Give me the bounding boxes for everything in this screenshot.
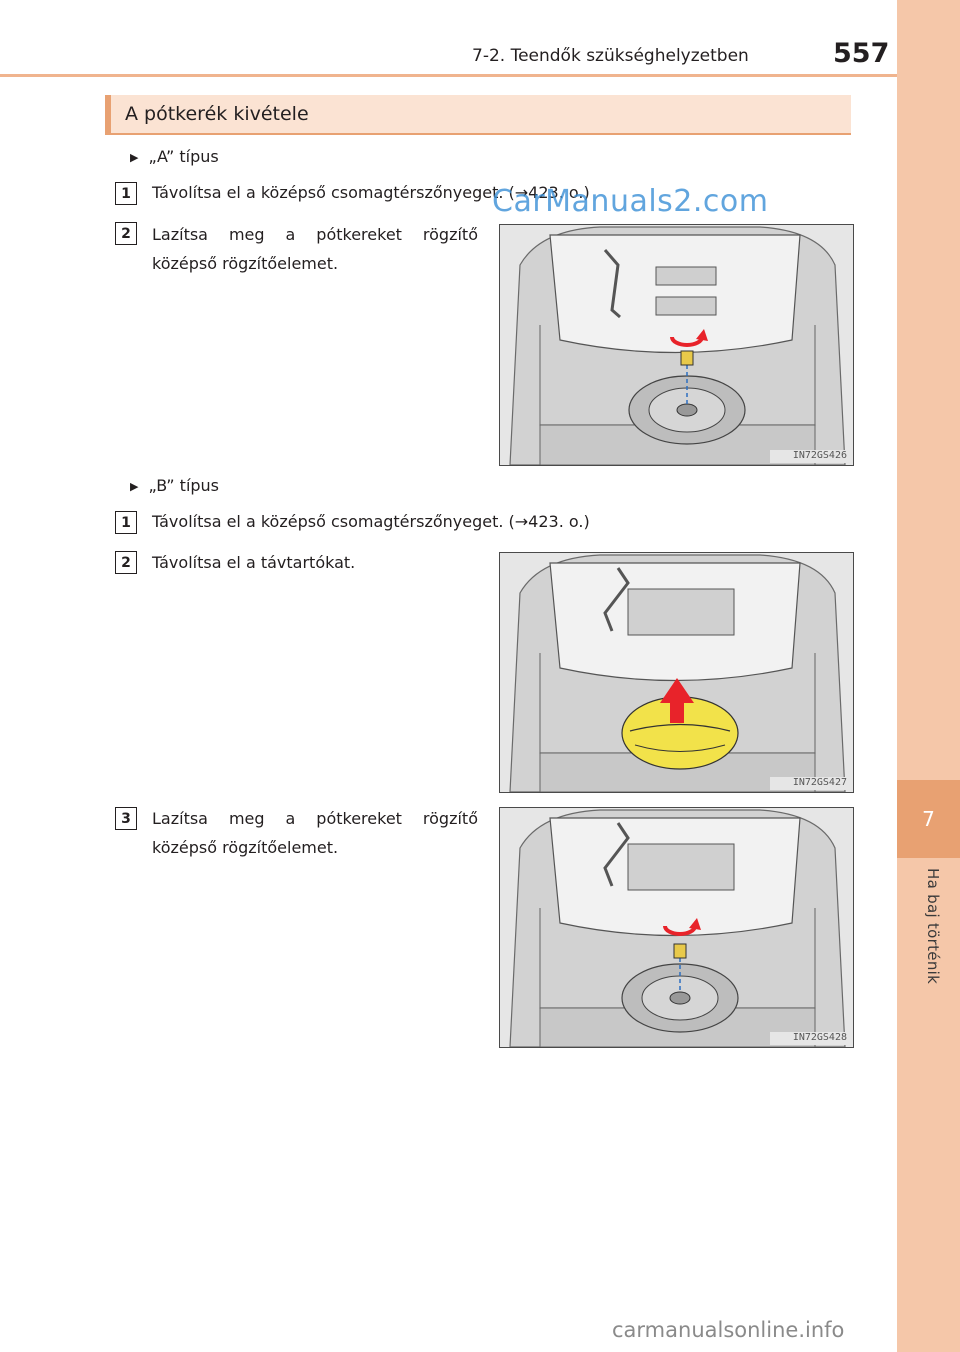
figure-id: IN72GS428 (792, 1032, 847, 1043)
page-number: 557 (833, 38, 890, 69)
step-text: Lazítsa meg a pótkereket rögzítő középső… (152, 809, 478, 857)
step-text: Távolítsa el a középső csomagtérszőnyege… (152, 183, 590, 202)
type-b-heading: ▶ „B” típus (130, 476, 219, 495)
section-accent-bar (105, 95, 111, 135)
section-title: A pótkerék kivétele (125, 103, 309, 125)
step-badge: 2 (115, 222, 137, 245)
trunk-illustration: IN72GS426 (499, 224, 854, 466)
running-header: 7-2. Teendők szükséghelyzetben (472, 46, 749, 66)
watermark-logo: CarManuals2.com (492, 184, 769, 219)
type-b-label: „B” típus (148, 476, 220, 495)
trunk-drawing-b1 (500, 553, 853, 792)
triangle-bullet-icon: ▶ (130, 480, 139, 493)
chapter-number-box: 7 (897, 780, 960, 858)
step-badge: 2 (115, 551, 137, 574)
step-text: Távolítsa el a középső csomagtérszőnyege… (152, 512, 590, 531)
figure-id: IN72GS426 (792, 450, 847, 461)
step-text: Távolítsa el a távtartókat. (152, 553, 356, 572)
step-badge: 1 (115, 182, 137, 205)
footer-watermark: carmanualsonline.info (612, 1318, 845, 1342)
trunk-illustration: IN72GS427 (499, 552, 854, 793)
chapter-title-vertical: Ha baj történik (924, 868, 942, 985)
side-tab (897, 0, 960, 1352)
step-badge: 1 (115, 511, 137, 534)
type-a-label: „A” típus (148, 147, 219, 166)
chapter-number: 7 (922, 807, 935, 831)
trunk-drawing-a (500, 225, 853, 465)
trunk-illustration: IN72GS428 (499, 807, 854, 1048)
type-a-heading: ▶ „A” típus (130, 147, 219, 166)
figure-id: IN72GS427 (792, 777, 847, 788)
triangle-bullet-icon: ▶ (130, 151, 139, 164)
trunk-drawing-b2 (500, 808, 853, 1047)
step-badge: 3 (115, 807, 137, 830)
header-rule (0, 74, 897, 77)
section-heading: A pótkerék kivétele (105, 95, 851, 135)
step-text: Lazítsa meg a pótkereket rögzítő középső… (152, 225, 478, 273)
